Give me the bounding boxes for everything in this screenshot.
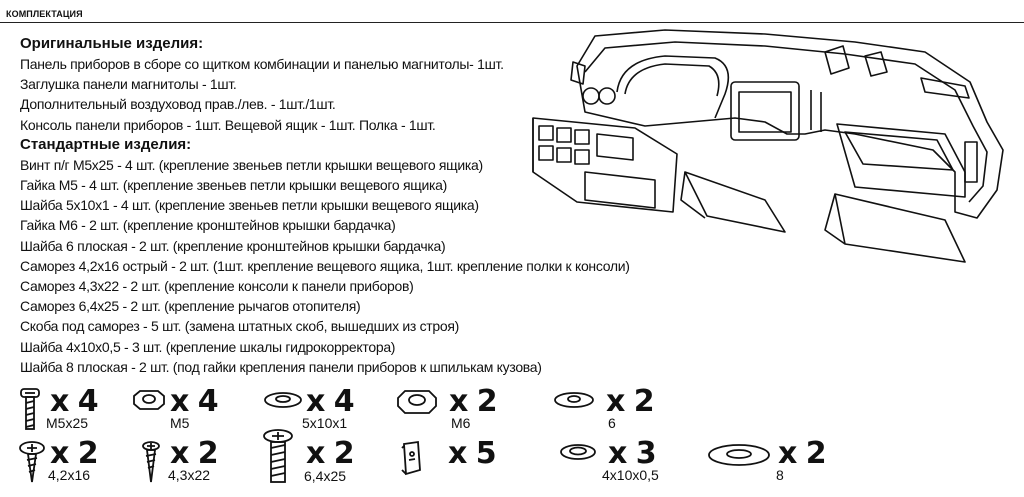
hardware-item: x 4 5x10x1 bbox=[262, 384, 372, 438]
hardware-qty: x 2 bbox=[778, 436, 827, 471]
washer-icon bbox=[264, 392, 302, 408]
hardware-qty: x 2 bbox=[449, 384, 498, 419]
hardware-qty: x 4 bbox=[50, 384, 99, 419]
hardware-qty: x 3 bbox=[608, 436, 657, 471]
self-tapping-screw-icon bbox=[142, 441, 160, 483]
standard-item: Скоба под саморез - 5 шт. (замена штатны… bbox=[20, 318, 460, 335]
hardware-item: x 2 6 bbox=[552, 384, 672, 438]
console-icon bbox=[532, 117, 678, 213]
screw-pan-head-icon bbox=[20, 388, 40, 430]
standard-item: Гайка М6 - 2 шт. (крепление кронштейнов … bbox=[20, 217, 396, 234]
section-header: КОМПЛЕКТАЦИЯ bbox=[0, 0, 1024, 23]
hardware-item: x 5 bbox=[398, 436, 518, 490]
hardware-size: 8 bbox=[776, 467, 784, 483]
hardware-size: M6 bbox=[451, 415, 471, 431]
hardware-item: x 3 4x10x0,5 bbox=[558, 436, 688, 490]
standard-heading: Стандартные изделия: bbox=[20, 135, 192, 153]
standard-item: Гайка М5 - 4 шт. (крепление звеньев петл… bbox=[20, 177, 447, 194]
original-heading: Оригинальные изделия: bbox=[20, 35, 204, 52]
hardware-qty: x 4 bbox=[170, 384, 219, 419]
parts-list: Оригинальные изделия: Панель приборов в … bbox=[20, 34, 740, 377]
standard-item: Саморез 6,4х25 - 2 шт. (крепление рычаго… bbox=[20, 298, 361, 315]
clip-icon bbox=[401, 440, 421, 476]
hardware-size: 4,2x16 bbox=[48, 467, 91, 483]
washer-icon bbox=[708, 444, 770, 466]
hardware-item: x 2 6,4x25 bbox=[262, 428, 382, 488]
hardware-size: 4x10x0,5 bbox=[602, 467, 659, 483]
hardware-size: 5x10x1 bbox=[302, 415, 348, 431]
hardware-size: M5x25 bbox=[46, 415, 89, 431]
standard-item: Шайба 5х10х1 - 4 шт. (крепление звеньев … bbox=[20, 197, 479, 214]
hardware-size: M5 bbox=[170, 415, 190, 431]
self-tapping-screw-icon bbox=[19, 441, 45, 483]
standard-item: Саморез 4,3х22 - 2 шт. (крепление консол… bbox=[20, 278, 414, 295]
washer-icon bbox=[554, 392, 594, 408]
hardware-qty: x 2 bbox=[606, 384, 655, 419]
original-item: Заглушка панели магнитолы - 1шт. bbox=[20, 76, 237, 93]
standard-item: Шайба 8 плоская - 2 шт. (под гайки крепл… bbox=[20, 358, 542, 375]
standard-item: Винт п/г М5х25 - 4 шт. (крепление звенье… bbox=[20, 156, 483, 173]
original-item: Дополнительный воздуховод прав./лев. - 1… bbox=[20, 96, 336, 113]
hardware-size: 6,4x25 bbox=[304, 468, 347, 484]
dashboard-drawing bbox=[532, 29, 1004, 263]
hardware-size: 6 bbox=[608, 415, 616, 431]
dashboard-panel-icon bbox=[570, 29, 1004, 219]
glove-box-icon bbox=[680, 171, 786, 233]
hardware-qty: x 4 bbox=[306, 384, 355, 419]
hardware-item: x 2 4,3x22 bbox=[140, 436, 260, 490]
nut-icon bbox=[397, 390, 437, 414]
shelf-icon bbox=[824, 193, 966, 263]
hardware-size: 4,3x22 bbox=[168, 467, 211, 483]
standard-item: Шайба 6 плоская - 2 шт. (крепление кронш… bbox=[20, 237, 446, 254]
standard-item: Саморез 4,2х16 острый - 2 шт. (1шт. креп… bbox=[20, 257, 630, 274]
hardware-item: x 2 4,2x16 bbox=[18, 436, 138, 490]
section-title: КОМПЛЕКТАЦИЯ bbox=[6, 9, 83, 19]
hardware-qty: x 2 bbox=[50, 436, 99, 471]
original-item: Консоль панели приборов - 1шт. Вещевой я… bbox=[20, 116, 436, 133]
hardware-item: x 2 M6 bbox=[395, 384, 515, 438]
hardware-item: x 4 M5x25 bbox=[18, 384, 138, 438]
original-item: Панель приборов в сборе со щитком комбин… bbox=[20, 56, 504, 72]
air-duct-icon bbox=[824, 45, 970, 99]
hardware-qty: x 2 bbox=[170, 436, 219, 471]
hardware-qty: x 5 bbox=[448, 436, 497, 471]
standard-item: Шайба 4х10х0,5 - 3 шт. (крепление шкалы … bbox=[20, 338, 396, 355]
hardware-item: x 4 M5 bbox=[130, 384, 240, 438]
hardware-qty: x 2 bbox=[306, 436, 355, 471]
washer-icon bbox=[560, 444, 596, 460]
hardware-item: x 2 8 bbox=[706, 436, 836, 490]
nut-icon bbox=[133, 390, 165, 410]
self-tapping-screw-icon bbox=[263, 429, 293, 483]
